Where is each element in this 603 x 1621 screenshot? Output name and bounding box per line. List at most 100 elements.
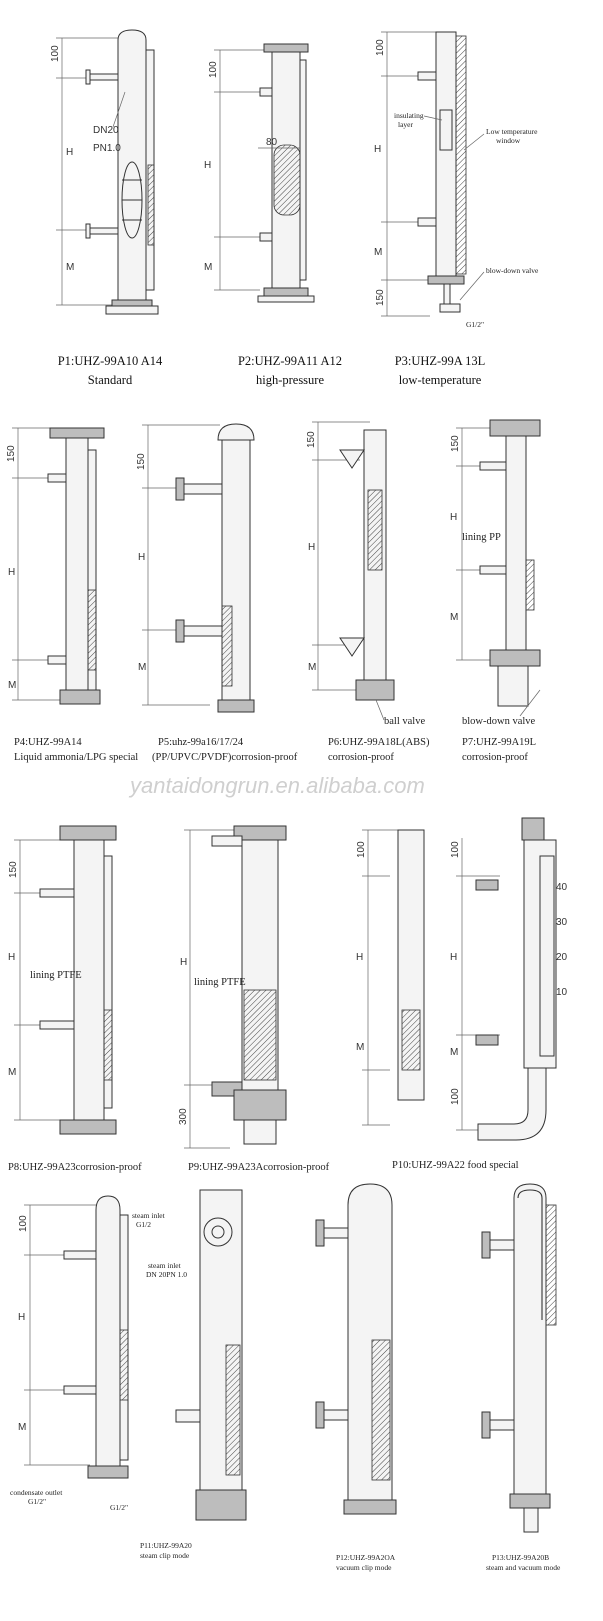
p10-dim-bottom: 100: [450, 1088, 461, 1105]
p5-dim-m: M: [138, 662, 146, 673]
p10-food-gauge: 100 H M 100 H M 100 40 30 20 10: [356, 817, 568, 1141]
p10-dim-m: M: [356, 1042, 364, 1053]
p12-caption-1: P12:UHZ-99A2OA: [336, 1553, 396, 1562]
p7-lined-pp-gauge: 150 H M lining PP blow-down valve: [450, 419, 541, 727]
p9-caption-1: P9:UHZ-99A23Acorrosion-proof: [188, 1162, 330, 1173]
p9-dim-bottom: 300: [178, 1108, 189, 1125]
p9-ptfe-clip-gauge: H 300 lining PTFE: [178, 825, 287, 1149]
p7-dim-h: H: [450, 512, 457, 523]
p3-thread: G1/2": [466, 320, 484, 329]
p6-dim-m: M: [308, 662, 316, 673]
p3-dim-m: M: [374, 247, 382, 258]
p11-steam-inlet-2b: DN 20PN 1.0: [146, 1270, 187, 1279]
p4-dim-h: H: [8, 567, 15, 578]
p4-dim-top: 150: [6, 445, 17, 462]
p3-insulating-2: layer: [398, 120, 413, 129]
p10-dim-top-2: 100: [450, 841, 461, 858]
p5-caption-2: (PP/UPVC/PVDF)corrosion-proof: [152, 752, 298, 763]
p11-steam-inlet-2: steam inlet: [148, 1261, 182, 1270]
p9-dim-h: H: [180, 957, 187, 968]
p11-condensate-b: G1/2": [28, 1497, 46, 1506]
p2-dim-h: H: [204, 160, 211, 171]
p6-caption-2: corrosion-proof: [328, 752, 394, 763]
p11-dim-h: H: [18, 1312, 25, 1323]
p1-dn-label: DN20: [93, 125, 119, 136]
p10-caption-1: P10:UHZ-99A22 food special: [392, 1160, 519, 1171]
p3-low-temp-2: window: [496, 136, 521, 145]
p5-caption-1: P5:uhz-99a16/17/24: [158, 737, 244, 748]
p3-low-temperature-gauge: 100 H M 150 insulating layer Low tempera…: [374, 31, 539, 329]
p10-dim-h-2: H: [450, 952, 457, 963]
p2-high-pressure-gauge: 100 H M 80: [204, 43, 315, 303]
p6-abs-gauge: 150 H M ball valve: [306, 421, 425, 727]
p9-lining: lining PTFE: [194, 977, 246, 988]
p10-scale-20: 20: [556, 952, 568, 963]
p10-scale-30: 30: [556, 917, 568, 928]
p10-dim-m-2: M: [450, 1047, 458, 1058]
p6-dim-top: 150: [306, 431, 317, 448]
p3-insulating-1: insulating: [394, 111, 424, 120]
p7-dim-m: M: [450, 612, 458, 623]
p4-caption-2: Liquid ammonia/LPG special: [14, 752, 138, 763]
p11-dim-m: M: [18, 1422, 26, 1433]
p7-caption-1: P7:UHZ-99A19L: [462, 737, 536, 748]
p1-pn-label: PN1.0: [93, 143, 121, 154]
p3-caption-2: low-temperature: [399, 373, 482, 387]
p13-caption-2: steam and vacuum mode: [486, 1563, 561, 1572]
p11-section-view: steam inlet DN 20PN 1.0: [146, 1189, 247, 1521]
p7-caption-2: corrosion-proof: [462, 752, 528, 763]
p10-dim-h: H: [356, 952, 363, 963]
p7-dim-top: 150: [450, 435, 461, 452]
p5-dim-top: 150: [136, 453, 147, 470]
p13-caption-1: P13:UHZ-99A20B: [492, 1553, 549, 1562]
p12-vacuum-clip-gauge: [315, 1183, 397, 1515]
p1-dim-m: M: [66, 262, 74, 273]
p5-dim-h: H: [138, 552, 145, 563]
p8-dim-m: M: [8, 1067, 16, 1078]
p3-dim-top: 100: [375, 39, 386, 56]
p1-caption-1: P1:UHZ-99A10 A14: [58, 354, 163, 368]
p1-dim-h: H: [66, 147, 73, 158]
p11-condensate: condensate outlet: [10, 1488, 63, 1497]
p7-lining: lining PP: [462, 532, 501, 543]
p6-caption-1: P6:UHZ-99A18L(ABS): [328, 737, 430, 748]
p6-ball-valve: ball valve: [384, 716, 425, 727]
p2-dim-top: 100: [208, 61, 219, 78]
p11-caption-1: P11:UHZ-99A20: [140, 1541, 192, 1550]
p3-low-temp-1: Low temperature: [486, 127, 538, 136]
p3-caption-1: P3:UHZ-99A 13L: [395, 354, 486, 368]
p7-blowdown: blow-down valve: [462, 716, 536, 727]
p2-dim-m: M: [204, 262, 212, 273]
p3-dim-h: H: [374, 144, 381, 155]
p8-caption-1: P8:UHZ-99A23corrosion-proof: [8, 1162, 142, 1173]
p10-dim-top: 100: [356, 841, 367, 858]
p1-standard-gauge: 100 H M DN20 PN1.0: [50, 29, 159, 315]
p2-dim-width: 80: [266, 137, 278, 148]
p5-plastic-gauge: 150 H M: [136, 423, 255, 713]
p3-dim-bottom: 150: [375, 289, 386, 306]
p13-steam-vacuum-gauge: [481, 1183, 557, 1533]
p10-scale-40: 40: [556, 882, 568, 893]
watermark: yantaidongrun.en.alibaba.com: [128, 773, 425, 798]
p1-dim-top: 100: [50, 45, 61, 62]
p2-caption-2: high-pressure: [256, 373, 324, 387]
p8-dim-top: 150: [8, 861, 19, 878]
p8-dim-h: H: [8, 952, 15, 963]
p3-blowdown: blow-down valve: [486, 266, 539, 275]
p4-dim-m: M: [8, 680, 16, 691]
p10-scale-10: 10: [556, 987, 568, 998]
p1-caption-2: Standard: [88, 373, 133, 387]
p11-steam-inlet-1b: G1/2: [136, 1220, 151, 1229]
p4-ammonia-gauge: 150 H M: [6, 427, 105, 705]
p11-thread: G1/2": [110, 1503, 128, 1512]
p6-dim-h: H: [308, 542, 315, 553]
p12-caption-2: vacuum clip mode: [336, 1563, 392, 1572]
p11-steam-inlet-1: steam inlet: [132, 1211, 166, 1220]
p11-caption-2: steam clip mode: [140, 1551, 190, 1560]
p4-caption-1: P4:UHZ-99A14: [14, 737, 82, 748]
p2-caption-1: P2:UHZ-99A11 A12: [238, 354, 342, 368]
p11-dim-top: 100: [18, 1215, 29, 1232]
p8-lining: lining PTFE: [30, 970, 82, 981]
p8-ptfe-gauge: 150 H M lining PTFE: [8, 825, 117, 1135]
